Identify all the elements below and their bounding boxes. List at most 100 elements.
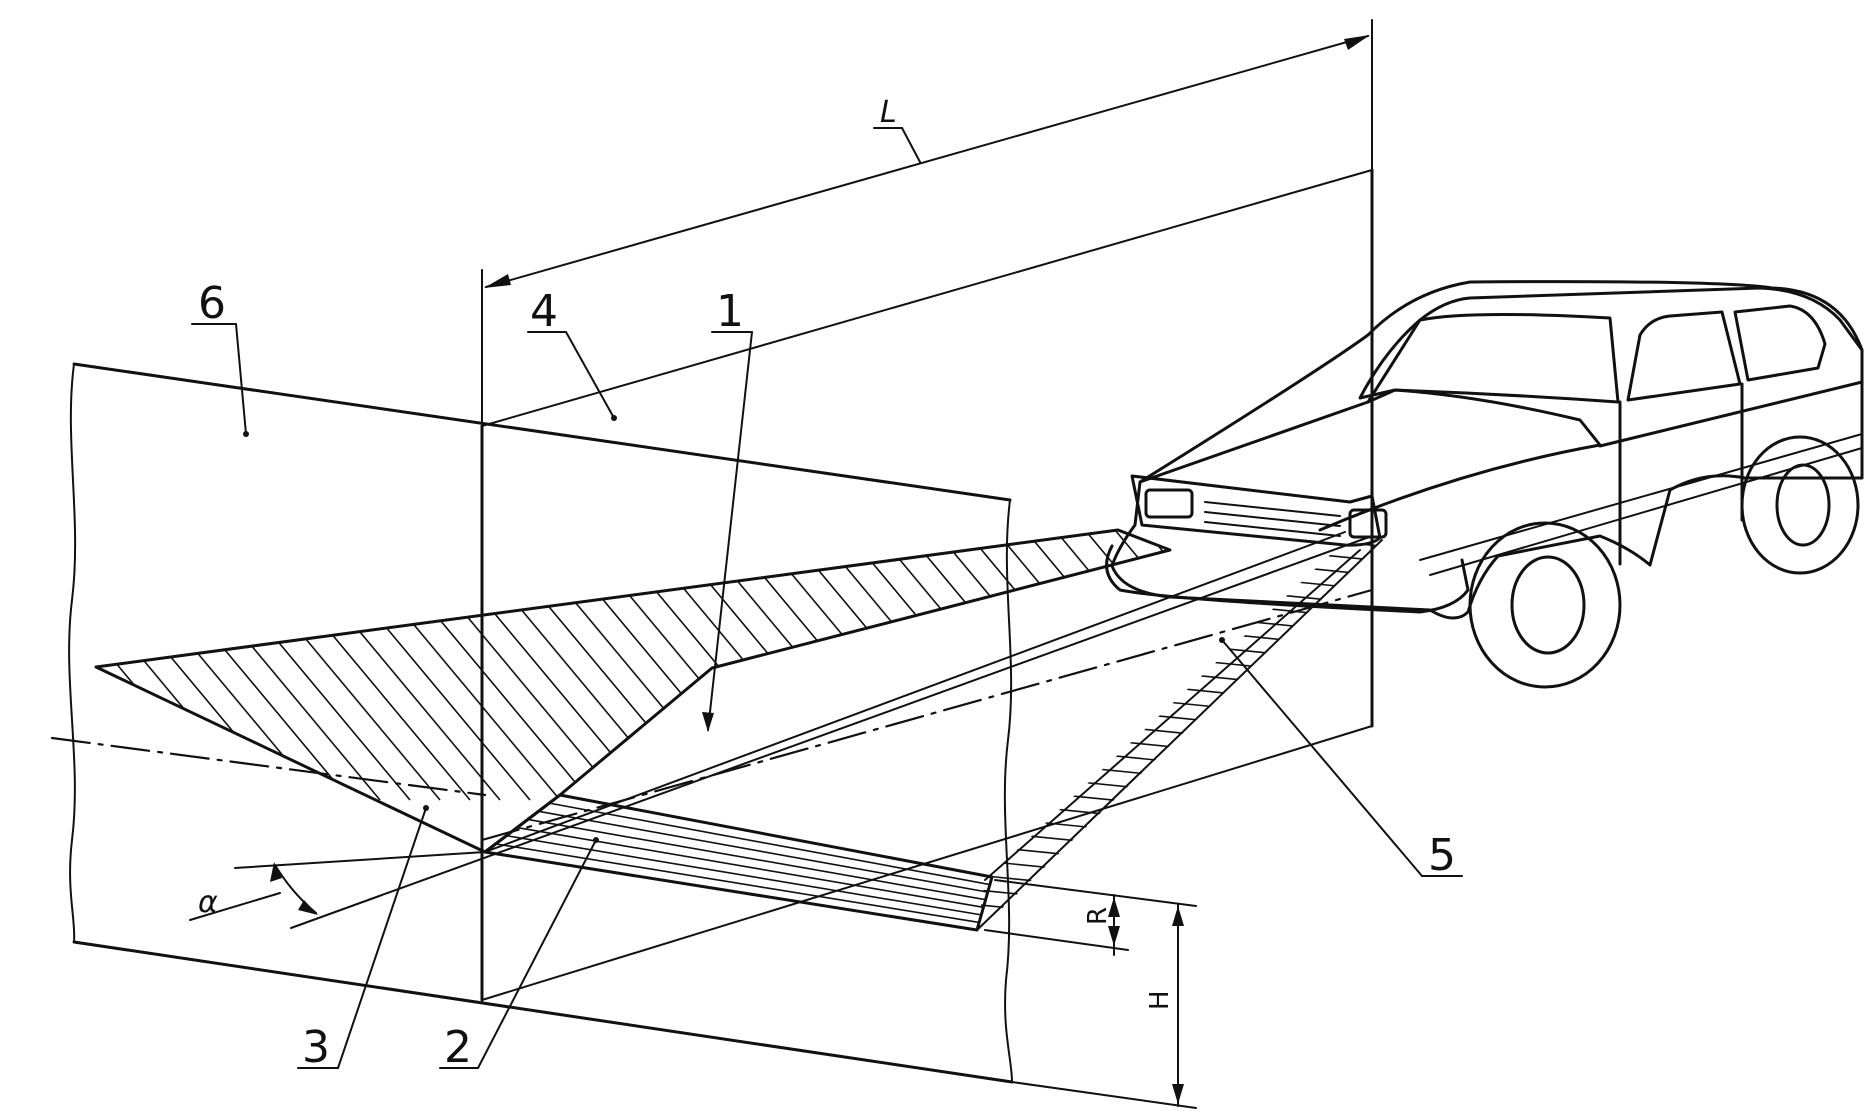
hatch-line — [495, 843, 980, 924]
screen-bottom-edge — [72, 940, 1014, 1084]
car-bumper — [1105, 544, 1470, 614]
callout-4-dot — [611, 415, 617, 421]
angle-ray — [234, 851, 486, 869]
hatch-line — [1098, 753, 1179, 764]
hatch-line — [983, 860, 1064, 870]
dimension-l: L — [481, 19, 1373, 427]
beam-pattern-1 — [0, 500, 1430, 854]
car-headlamp-right — [1348, 508, 1388, 539]
alpha-arrow-top — [270, 862, 282, 882]
callout-2: 2 — [444, 1022, 472, 1073]
hatch-line — [96, 530, 201, 801]
hatch-line — [96, 530, 291, 801]
hatch-line — [129, 530, 381, 801]
car-front-wheel-inner — [1510, 555, 1586, 655]
hatch-line — [939, 530, 1170, 801]
callout-3-leader — [337, 807, 427, 1069]
l-arrow-left — [484, 274, 511, 288]
hatch-line — [1055, 793, 1136, 804]
projection-line-a — [484, 531, 1346, 853]
hatch-line — [1257, 606, 1338, 617]
callout-4: 4 — [530, 286, 558, 337]
callout-5-dot — [1219, 637, 1225, 643]
hatch-line — [1142, 713, 1223, 724]
car-side-window-1 — [1626, 310, 1742, 402]
r-arrow-bottom — [1108, 926, 1120, 946]
hatch-line — [609, 530, 861, 801]
hatch-line — [759, 530, 1011, 801]
car-front-wheel-outer — [1468, 521, 1622, 689]
hatch-line — [819, 530, 1071, 801]
hatch-line — [96, 530, 111, 801]
hatch-line — [669, 530, 921, 801]
car-side-line-a — [1419, 433, 1863, 561]
callout-6-leader — [235, 323, 247, 435]
dimension-rh: R H — [984, 879, 1197, 1109]
hatch-line — [1214, 646, 1295, 657]
car-grille-line-1 — [1204, 501, 1341, 517]
hatch-line — [1301, 566, 1382, 577]
car-body-outline — [1110, 280, 1864, 620]
projection-lines — [50, 531, 1373, 929]
l-dimension-line — [485, 35, 1369, 288]
car-beltline — [1598, 380, 1864, 448]
screen-left-break — [68, 363, 77, 943]
alpha-arc — [274, 864, 317, 914]
rh-extension-bottom — [1011, 1081, 1197, 1109]
callout-5: 5 — [1428, 830, 1456, 881]
screen-6 — [68, 362, 1014, 1084]
plane-4 — [480, 168, 1374, 1002]
plane-top-edge — [481, 169, 1373, 427]
angle-alpha: α — [189, 862, 318, 921]
car-headlamp-left — [1144, 488, 1194, 519]
hatch-line — [1228, 633, 1309, 644]
alpha-arrow-bottom — [298, 900, 318, 915]
hatch-line — [159, 530, 411, 801]
hatch-line — [1069, 780, 1151, 790]
hatch-line — [849, 530, 1101, 801]
hatch-line — [219, 530, 471, 801]
car-grille-line-3 — [1204, 521, 1341, 537]
beam-strip-2 — [483, 793, 994, 932]
hatch-line — [0, 500, 50, 800]
hatch-line — [369, 530, 621, 801]
hatch-line — [1059, 530, 1170, 801]
side-outline-b — [984, 549, 1361, 881]
hatch-line — [429, 530, 681, 801]
callout-6: 6 — [198, 278, 226, 329]
r-arrow-top — [1108, 897, 1120, 917]
horizon-dash-line — [50, 736, 487, 797]
hatch-line — [506, 834, 982, 916]
hatch-line — [489, 530, 741, 801]
hatch-line — [549, 802, 991, 886]
h-label: H — [1145, 990, 1175, 1010]
car-windshield — [1358, 312, 1620, 404]
callout-1-arrow — [702, 712, 714, 732]
hatch-line — [96, 530, 171, 801]
callout-2-dot — [593, 837, 599, 843]
hatch-line — [279, 530, 531, 801]
callout-1-leader — [707, 331, 753, 731]
hatch-line — [339, 530, 591, 801]
hatch-line — [1180, 500, 1430, 800]
hatch-line — [527, 818, 986, 901]
hatch-line — [1041, 806, 1122, 817]
callout-6-dot — [243, 431, 249, 437]
car-front-face — [1130, 474, 1382, 547]
hatch-line — [997, 846, 1078, 857]
callout-4-leader — [565, 331, 615, 419]
callout-3-dot — [423, 805, 429, 811]
car-side-window-2 — [1733, 304, 1827, 382]
rh-extension-mid — [984, 929, 1129, 951]
hatch-line — [999, 530, 1170, 801]
h-arrow-top — [1172, 906, 1184, 926]
hatch-line — [1089, 530, 1170, 801]
hatch-line — [1156, 700, 1237, 710]
callout-1: 1 — [716, 286, 744, 337]
l-leader — [901, 127, 921, 163]
hatch-line — [579, 530, 831, 801]
alpha-label: α — [198, 885, 218, 920]
car-grille-line-2 — [1204, 511, 1341, 527]
l-arrow-right — [1344, 35, 1370, 50]
